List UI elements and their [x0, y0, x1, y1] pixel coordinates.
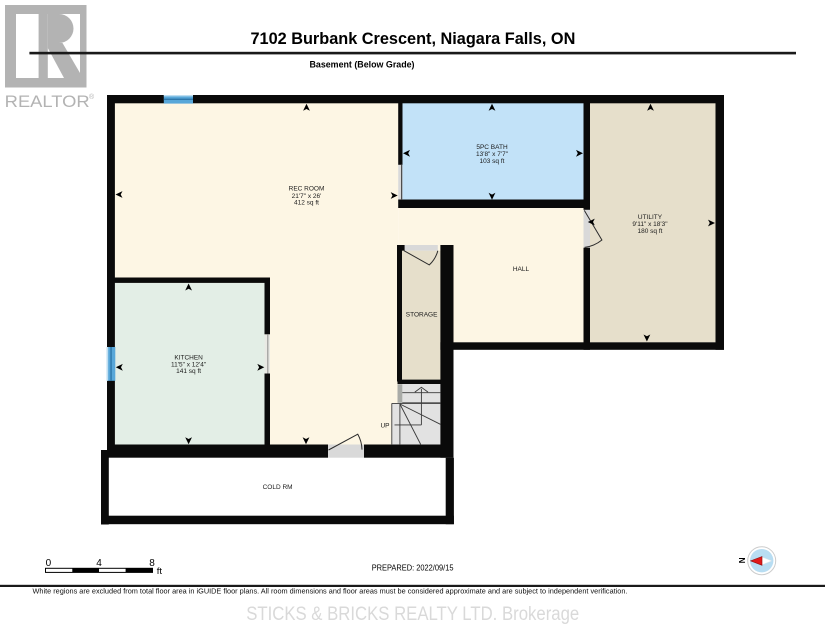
svg-text:5PC BATH: 5PC BATH — [476, 144, 508, 151]
svg-text:21'7" x 26': 21'7" x 26' — [292, 193, 322, 200]
svg-text:STICKS & BRICKS REALTY LTD. B: STICKS & BRICKS REALTY LTD. Brokerage — [246, 604, 579, 625]
svg-text:REC ROOM: REC ROOM — [289, 186, 325, 193]
svg-text:9'11" x 18'3": 9'11" x 18'3" — [632, 221, 668, 228]
svg-text:180 sq ft: 180 sq ft — [638, 228, 663, 235]
svg-text:COLD RM: COLD RM — [263, 484, 293, 491]
svg-text:UP: UP — [380, 422, 389, 429]
svg-text:®: ® — [89, 93, 95, 101]
svg-text:Basement (Below Grade): Basement (Below Grade) — [309, 59, 414, 69]
svg-text:4: 4 — [96, 558, 102, 569]
svg-text:141 sq ft: 141 sq ft — [176, 368, 201, 375]
svg-text:7102 Burbank Crescent, Niagara: 7102 Burbank Crescent, Niagara Falls, ON — [250, 30, 575, 48]
svg-text:ft: ft — [157, 566, 163, 577]
svg-text:8: 8 — [149, 558, 155, 569]
svg-text:0: 0 — [46, 558, 52, 569]
svg-text:103 sq ft: 103 sq ft — [480, 158, 505, 165]
svg-text:11'5" x 12'4": 11'5" x 12'4" — [171, 361, 207, 368]
svg-text:White regions are excluded fro: White regions are excluded from total fl… — [33, 586, 628, 595]
svg-text:UTILITY: UTILITY — [638, 214, 663, 221]
svg-text:STORAGE: STORAGE — [406, 312, 438, 319]
svg-text:KITCHEN: KITCHEN — [174, 354, 203, 361]
svg-text:13'8" x 7'7": 13'8" x 7'7" — [476, 151, 509, 158]
svg-text:412 sq ft: 412 sq ft — [294, 200, 319, 207]
svg-text:HALL: HALL — [513, 266, 530, 273]
svg-text:N: N — [738, 557, 747, 563]
svg-text:REALTOR: REALTOR — [5, 92, 90, 111]
svg-text:PREPARED: 2022/09/15: PREPARED: 2022/09/15 — [372, 564, 454, 573]
